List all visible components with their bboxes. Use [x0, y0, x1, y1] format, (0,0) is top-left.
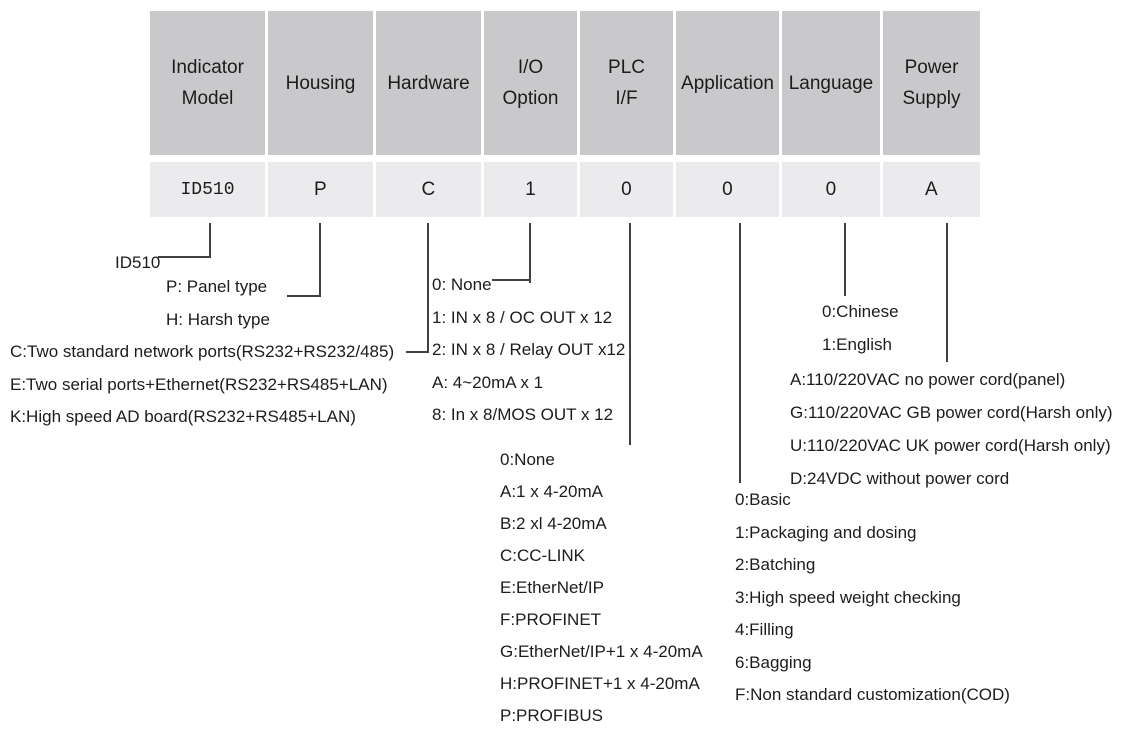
value-cell-language: 0	[782, 162, 880, 217]
legend-item: E:EtherNet/IP	[500, 578, 604, 597]
legend-item: 0:Chinese	[822, 301, 899, 321]
legend-item: C:CC-LINK	[500, 546, 586, 565]
value-cell-hardware: C	[376, 162, 481, 217]
header-cell-housing: Housing	[268, 11, 373, 155]
value-cell-application: 0	[676, 162, 779, 217]
legend-item: H:PROFINET+1 x 4-20mA	[500, 674, 700, 693]
legend-item: 8: In x 8/MOS OUT x 12	[432, 405, 614, 425]
legend-indicator-model: ID510	[115, 247, 160, 280]
connector-housing-vertical	[319, 223, 321, 297]
legend-item: 4:Filling	[735, 620, 794, 640]
legend-item: A: 4~20mA x 1	[432, 372, 544, 392]
legend-item: 3:High speed weight checking	[735, 587, 961, 607]
legend-item: G:EtherNet/IP+1 x 4-20mA	[500, 642, 703, 661]
legend-item: 1:English	[822, 334, 892, 354]
legend-item: 1: IN x 8 / OC OUT x 12	[432, 307, 613, 327]
legend-item: ID510	[115, 253, 161, 273]
header-cell-plc-if: PLC I/F	[580, 11, 673, 155]
legend-item: 2:Batching	[735, 555, 816, 575]
header-cell-language: Language	[782, 11, 880, 155]
connector-indicator-model-vertical	[209, 223, 211, 258]
value-cell-power-supply: A	[883, 162, 980, 217]
legend-item: P:PROFIBUS	[500, 706, 603, 725]
connector-housing-horizontal	[287, 295, 321, 297]
legend-item: H: Harsh type	[166, 309, 270, 329]
legend-item: F:PROFINET	[500, 610, 602, 629]
legend-item: B:2 xl 4-20mA	[500, 514, 607, 533]
connector-application-vertical	[739, 223, 741, 483]
legend-language: 0:Chinese 1:English	[822, 295, 899, 361]
legend-housing: P: Panel type H: Harsh type	[166, 271, 270, 336]
legend-item: K:High speed AD board(RS232+RS485+LAN)	[10, 407, 356, 427]
legend-item: D:24VDC without power cord	[790, 468, 1010, 488]
legend-item: E:Two serial ports+Ethernet(RS232+RS485+…	[10, 374, 388, 394]
legend-item: 0:Basic	[735, 490, 791, 510]
header-cell-indicator-model: Indicator Model	[150, 11, 265, 155]
header-cell-io-option: I/O Option	[484, 11, 577, 155]
value-cell-plc-if: 0	[580, 162, 673, 217]
connector-io-option-vertical	[529, 223, 531, 283]
legend-item: C:Two standard network ports(RS232+RS232…	[10, 342, 395, 362]
header-cell-hardware: Hardware	[376, 11, 481, 155]
legend-item: 0: None	[432, 275, 492, 295]
connector-hardware-vertical	[427, 223, 429, 353]
legend-plc-if: 0:None A:1 x 4-20mA B:2 xl 4-20mA C:CC-L…	[500, 444, 703, 732]
header-cell-application: Application	[676, 11, 779, 155]
legend-io-option: 0: None 1: IN x 8 / OC OUT x 12 2: IN x …	[432, 269, 625, 432]
legend-item: 2: IN x 8 / Relay OUT x12	[432, 340, 626, 360]
value-cell-housing: P	[268, 162, 373, 217]
header-cell-power-supply: Power Supply	[883, 11, 980, 155]
connector-indicator-model-horizontal	[158, 256, 211, 258]
legend-application: 0:Basic 1:Packaging and dosing 2:Batchin…	[735, 484, 1010, 712]
legend-item: 0:None	[500, 450, 555, 469]
value-cell-indicator-model: ID510	[150, 162, 265, 217]
value-cell-io-option: 1	[484, 162, 577, 217]
legend-item: A:110/220VAC no power cord(panel)	[790, 369, 1066, 389]
legend-item: A:1 x 4-20mA	[500, 482, 603, 501]
legend-item: F:Non standard customization(COD)	[735, 685, 1010, 705]
legend-power-supply: A:110/220VAC no power cord(panel) G:110/…	[790, 363, 1113, 495]
legend-item: G:110/220VAC GB power cord(Harsh only)	[790, 402, 1113, 422]
connector-hardware-horizontal	[406, 351, 429, 353]
legend-item: P: Panel type	[166, 277, 268, 297]
connector-power-supply-vertical	[946, 223, 948, 362]
legend-item: 6:Bagging	[735, 652, 812, 672]
connector-language-vertical	[844, 223, 846, 296]
legend-item: U:110/220VAC UK power cord(Harsh only)	[790, 435, 1111, 455]
connector-plc-if-vertical	[629, 223, 631, 445]
legend-item: 1:Packaging and dosing	[735, 522, 917, 542]
model-code-table: Indicator Model Housing Hardware I/O Opt…	[150, 11, 980, 217]
connector-io-option-horizontal	[492, 279, 531, 281]
legend-hardware: C:Two standard network ports(RS232+RS232…	[10, 336, 394, 434]
